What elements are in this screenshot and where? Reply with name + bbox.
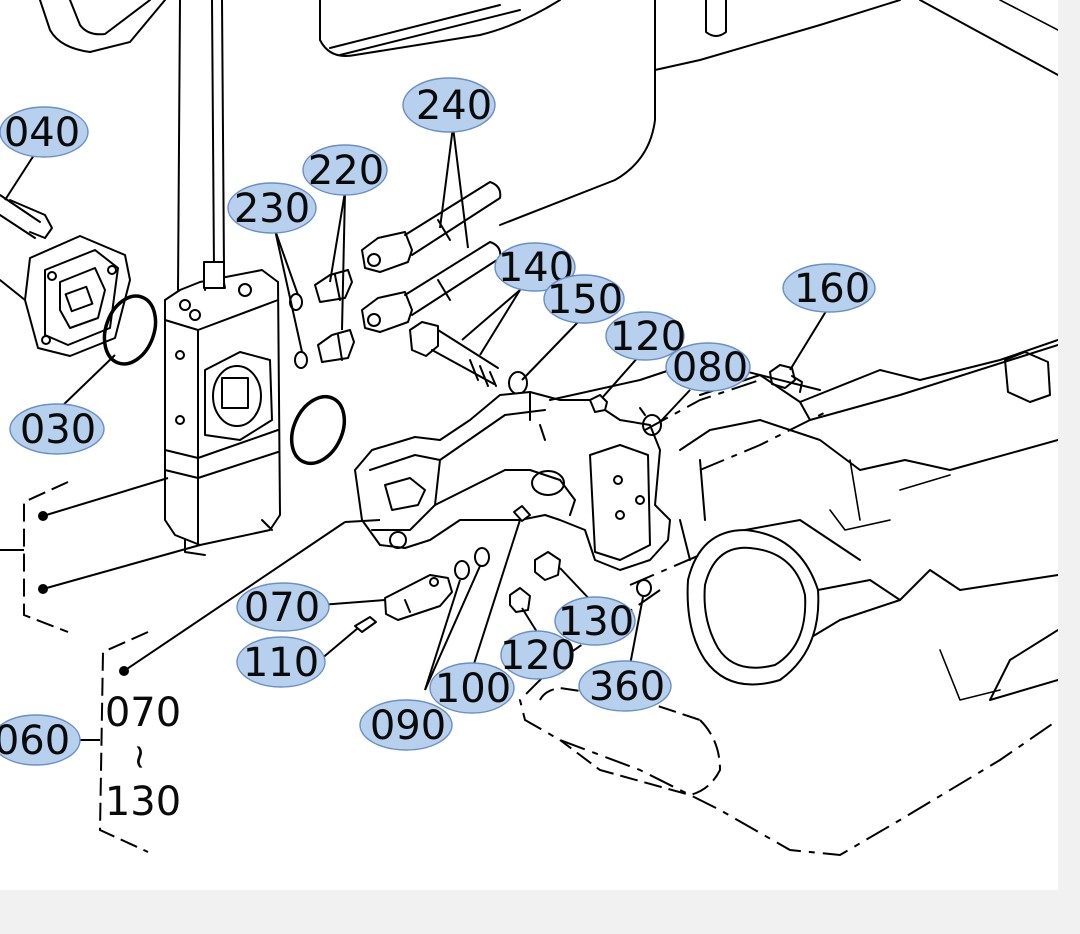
valve-body-bracket [354, 391, 671, 571]
callout-100-label: 100 [435, 666, 511, 712]
callout-060-label: 060 [0, 718, 70, 764]
callout-110-label: 110 [243, 640, 319, 686]
bullet-dot [119, 666, 129, 676]
callout-090[interactable]: 090 [359, 699, 453, 751]
callout-230[interactable]: 230 [227, 182, 317, 234]
callout-070-label: 070 [244, 585, 320, 631]
group-range-tilde: ~ [120, 743, 160, 772]
exploded-parts-diagram: 240 220 230 040 140 150 160 120 080 030 … [0, 0, 1058, 857]
callout-240[interactable]: 240 [402, 77, 496, 133]
base-plate-outline [518, 379, 1058, 857]
callout-120-lower[interactable]: 120 [500, 630, 576, 680]
callout-230-label: 230 [234, 186, 310, 232]
washer-150 [508, 371, 528, 395]
callout-030-label: 030 [20, 407, 96, 453]
callout-090-label: 090 [370, 703, 446, 749]
callout-100[interactable]: 100 [429, 662, 515, 714]
o-ring-upper [289, 394, 347, 466]
o-ring-030 [102, 294, 158, 366]
vertical-pipes [177, 0, 225, 291]
group-range-070-130: 070 ~ 130 [105, 690, 181, 825]
callout-220-label: 220 [308, 148, 384, 194]
callout-220[interactable]: 220 [302, 144, 388, 196]
callout-160-label: 160 [794, 266, 870, 312]
callout-150[interactable]: 150 [543, 274, 625, 324]
callout-040[interactable]: 040 [0, 106, 89, 158]
callout-110[interactable]: 110 [236, 636, 326, 688]
group-brackets [23, 481, 149, 853]
callout-080[interactable]: 080 [665, 342, 751, 392]
callout-360[interactable]: 360 [578, 660, 672, 712]
callout-060[interactable]: 060 [0, 714, 81, 766]
upper-housing-outline [39, 0, 1058, 226]
callout-240-label: 240 [416, 83, 492, 129]
callout-080-label: 080 [672, 345, 748, 391]
diagram-canvas: 240 220 230 040 140 150 160 120 080 030 … [0, 0, 1058, 890]
fittings-220-230 [289, 269, 355, 369]
small-parts [354, 364, 803, 633]
callout-160[interactable]: 160 [782, 263, 876, 313]
callout-150-label: 150 [547, 277, 623, 323]
callout-030[interactable]: 030 [9, 403, 105, 455]
left-flange-cover [0, 194, 131, 357]
transmission-housing [549, 339, 1058, 701]
bullet-dot [38, 584, 48, 594]
callout-130[interactable]: 130 [554, 596, 636, 646]
control-valve-block [164, 261, 281, 556]
callout-120-top[interactable]: 120 [605, 311, 686, 361]
callout-120-top-label: 120 [610, 314, 686, 360]
leader-lines [0, 126, 829, 741]
group-range-from: 070 [105, 690, 181, 736]
callout-130-label: 130 [558, 599, 634, 645]
callout-040-label: 040 [4, 110, 80, 156]
callout-070[interactable]: 070 [236, 582, 330, 632]
bullet-dot [38, 511, 48, 521]
group-range-to: 130 [105, 779, 181, 825]
callout-120-lower-label: 120 [500, 633, 576, 679]
callout-360-label: 360 [589, 664, 665, 710]
bolt-140 [409, 321, 499, 387]
pipes-240 [361, 181, 502, 333]
